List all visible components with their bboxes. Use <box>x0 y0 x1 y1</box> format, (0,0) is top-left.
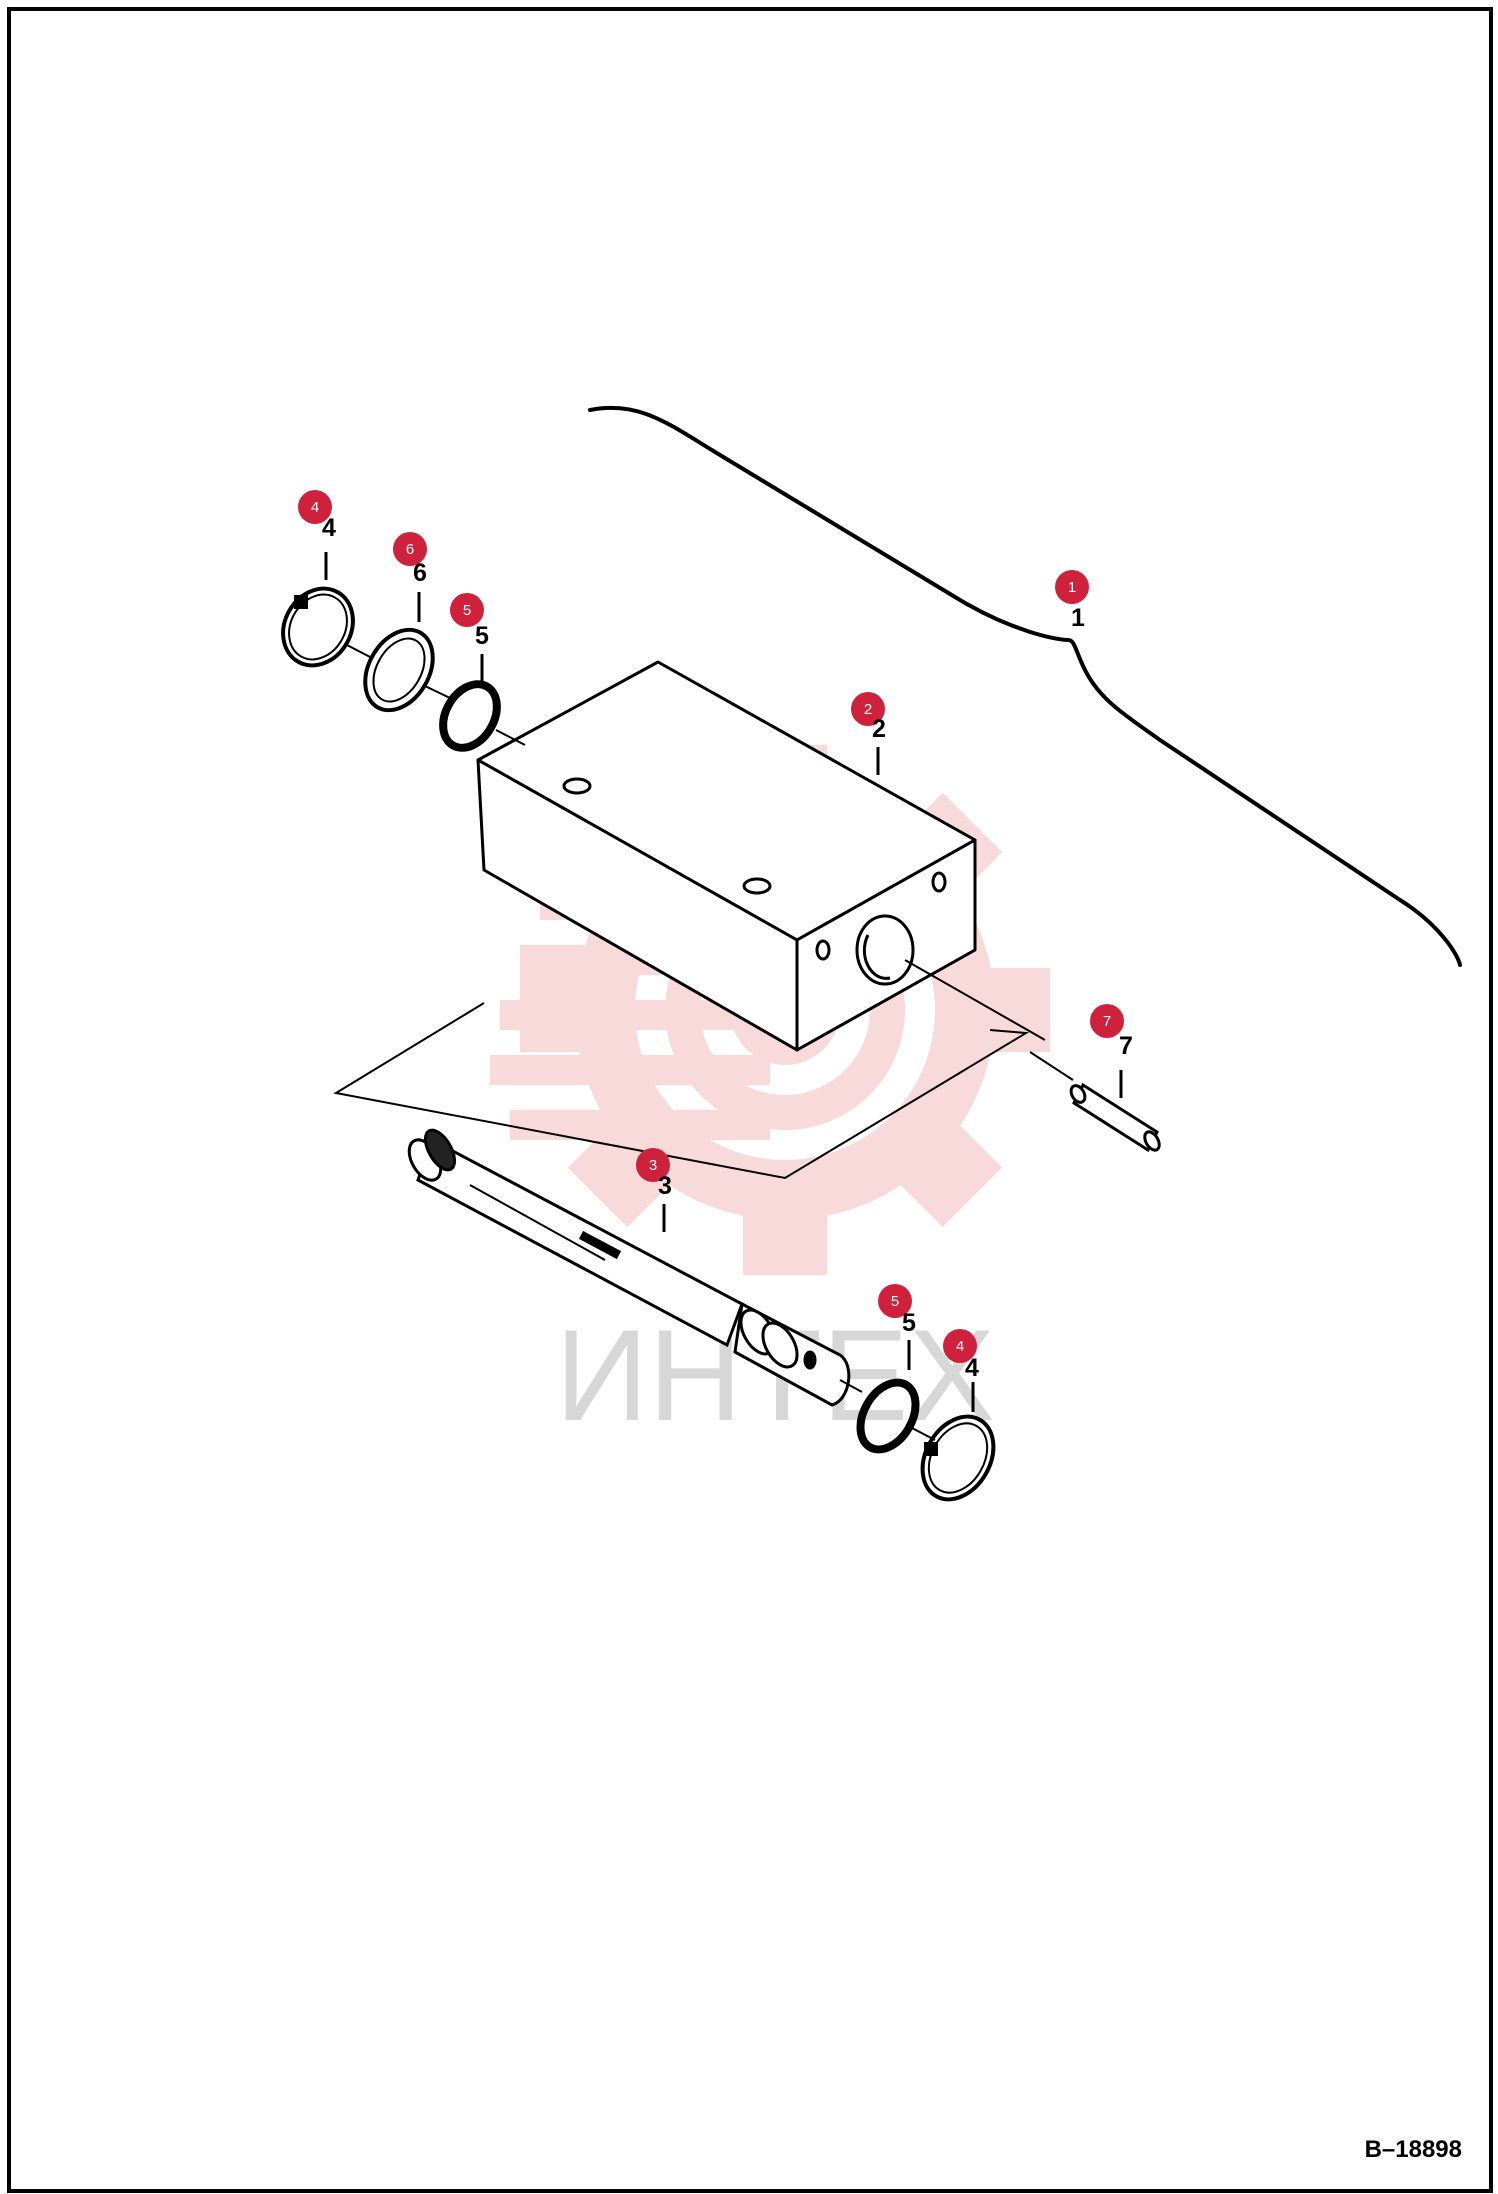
callout-6: 6 6 <box>393 532 427 587</box>
svg-text:7: 7 <box>1119 1032 1133 1060</box>
svg-text:5: 5 <box>475 622 489 650</box>
page-border <box>7 7 1493 2193</box>
o-ring-upper <box>439 680 501 752</box>
svg-text:6: 6 <box>406 541 414 558</box>
callout-leaders <box>324 552 1123 1412</box>
o-ring-lower <box>856 1378 920 1454</box>
svg-text:5: 5 <box>902 1309 916 1337</box>
callout-2: 2 2 <box>851 692 886 743</box>
callout-1: 1 1 <box>1055 570 1089 632</box>
valve-body <box>476 660 977 1052</box>
callout-4-upper: 4 4 <box>298 490 336 542</box>
callout-5-upper: 5 5 <box>450 593 489 650</box>
assembly-centerlines <box>344 643 1074 1441</box>
svg-text:4: 4 <box>965 1354 979 1382</box>
callout-5-lower: 5 5 <box>878 1284 916 1337</box>
snap-ring-lower <box>920 1414 996 1502</box>
svg-text:6: 6 <box>413 559 427 587</box>
svg-text:4: 4 <box>956 1338 964 1355</box>
svg-text:2: 2 <box>872 715 886 743</box>
callout-7: 7 7 <box>1090 1004 1133 1060</box>
svg-text:2: 2 <box>864 701 872 718</box>
svg-text:5: 5 <box>463 602 471 619</box>
callout-3: 3 3 <box>636 1148 672 1200</box>
drawing-number: B–18898 <box>1364 2136 1462 2163</box>
snap-ring-upper <box>281 586 355 668</box>
svg-text:4: 4 <box>322 514 336 542</box>
backup-ring <box>363 627 435 713</box>
valve-spool <box>407 1128 851 1407</box>
svg-text:3: 3 <box>658 1172 672 1200</box>
svg-text:7: 7 <box>1103 1013 1111 1030</box>
assembly-brace <box>588 405 1462 967</box>
svg-text:3: 3 <box>649 1157 657 1174</box>
pin <box>1069 1082 1161 1153</box>
svg-text:1: 1 <box>1068 579 1076 596</box>
svg-text:4: 4 <box>311 499 319 516</box>
mounting-plane-outline <box>333 1002 1030 1180</box>
svg-text:1: 1 <box>1071 604 1085 632</box>
callout-4-lower: 4 4 <box>943 1329 979 1382</box>
svg-text:5: 5 <box>891 1293 899 1310</box>
